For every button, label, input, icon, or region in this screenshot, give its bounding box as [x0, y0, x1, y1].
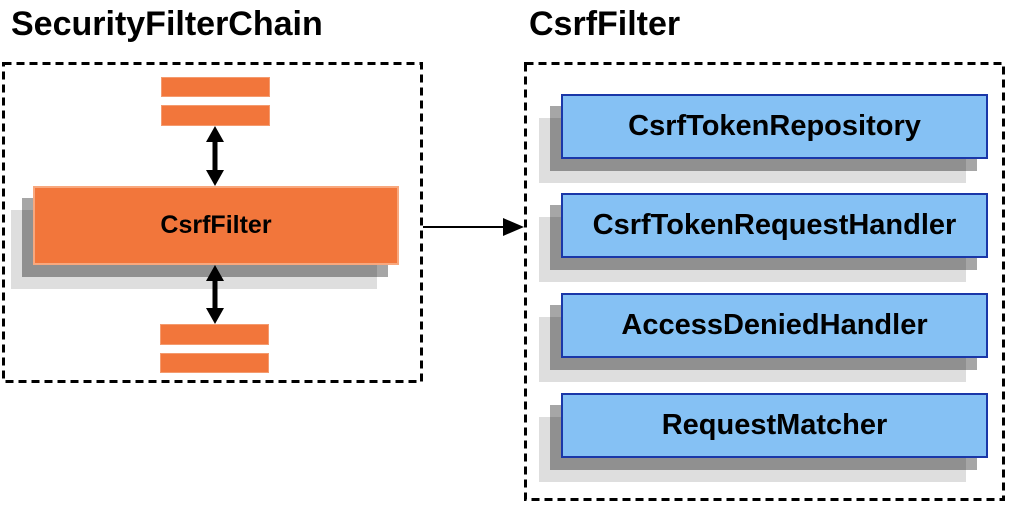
component-label: AccessDeniedHandler [621, 309, 928, 341]
double-arrow-icon [206, 265, 224, 324]
component-label: CsrfTokenRequestHandler [592, 209, 957, 241]
security-filter-chain-title: SecurityFilterChain [11, 5, 323, 43]
flow-arrow-icon [423, 218, 524, 236]
component-label: RequestMatcher [661, 409, 888, 441]
filter-bar-top-2 [161, 105, 270, 126]
csrf-filter-box-label: CsrfFilter [160, 211, 272, 239]
component-box-access-denied-handler: AccessDeniedHandler [561, 293, 988, 358]
component-box-csrf-token-request-handler: CsrfTokenRequestHandler [561, 193, 988, 258]
csrf-filter-container [524, 62, 1005, 501]
filter-bar-top-1 [161, 77, 270, 97]
filter-bar-bottom-1 [160, 324, 269, 345]
component-box-request-matcher: RequestMatcher [561, 393, 988, 458]
security-filter-chain-container [2, 62, 423, 383]
component-label: CsrfTokenRepository [628, 110, 921, 142]
filter-bar-bottom-2 [160, 353, 269, 373]
double-arrow-icon [206, 126, 224, 186]
csrf-filter-title: CsrfFilter [529, 5, 681, 43]
csrf-filter-box: CsrfFilter [33, 186, 399, 265]
dashed-border [524, 62, 1005, 501]
dashed-border [2, 62, 423, 383]
component-box-csrf-token-repository: CsrfTokenRepository [561, 94, 988, 159]
